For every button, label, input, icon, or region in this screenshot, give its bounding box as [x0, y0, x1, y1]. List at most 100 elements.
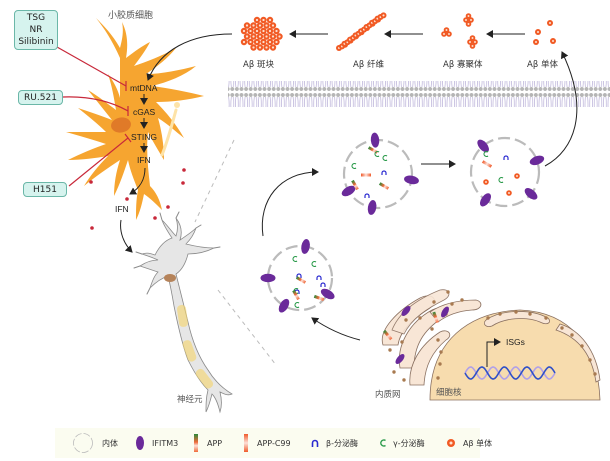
ribosome: [438, 362, 442, 366]
microglia-cell: [66, 18, 204, 220]
legend-label: IFITM3: [152, 438, 179, 448]
legend-item-endosome: 内体: [72, 428, 118, 458]
abeta-bead-core: [265, 24, 268, 27]
abeta-bead-core: [258, 35, 262, 38]
ifitm3-protein: [301, 239, 310, 254]
ribosome: [486, 316, 490, 320]
abeta-bead-core: [265, 46, 268, 49]
ifitm3-icon: [136, 436, 144, 450]
abeta-bead-core: [268, 40, 272, 44]
abeta-bead-core: [275, 29, 278, 33]
abeta-bead-core: [536, 30, 540, 34]
abeta-bead-core: [258, 24, 262, 27]
app-c99-fragment: [361, 173, 371, 177]
abeta-bead-core: [508, 192, 510, 194]
legend-label: β-分泌酶: [326, 438, 358, 448]
inhibition-line-mtdna: [56, 46, 127, 87]
abeta-bead-core: [252, 35, 255, 38]
app-c99-fragment: [481, 160, 493, 168]
ifitm3-protein: [524, 188, 538, 200]
legend-label: Aβ 单体: [463, 438, 493, 448]
pathway-step-mtdna: mtDNA: [130, 83, 158, 93]
abeta-bead-core: [245, 35, 249, 38]
abeta-bead-core: [469, 41, 471, 43]
gamma-secretase: [311, 260, 317, 268]
abeta-bead-core: [249, 29, 252, 33]
ribosome: [436, 376, 440, 380]
arrow-ifn-secretion: [129, 167, 146, 195]
dna-strand: [464, 366, 556, 380]
abeta-bead-core: [471, 37, 474, 39]
arrow-er-to-endosome1: [311, 317, 361, 341]
gamma-secretase: [483, 150, 489, 158]
abeta-bead-core: [252, 46, 255, 49]
inhibition-lines: [56, 46, 132, 187]
inhibitor-box-ru521: RU.521: [18, 90, 63, 105]
abeta-bead-core: [382, 14, 385, 17]
abeta-bead-core: [255, 18, 259, 22]
arrow-plaque-to-mtdna: [146, 33, 233, 81]
ifitm3-protein: [479, 193, 492, 207]
abeta-bead-core: [448, 33, 450, 35]
inhibitor-name: H151: [33, 185, 57, 195]
abeta-monomer: [533, 20, 556, 45]
abeta-bead-core: [249, 40, 252, 44]
legend-label: APP-C99: [257, 438, 291, 448]
pathway-step-cgas: cGAS: [133, 107, 156, 117]
legend-item-app-c99: APP-C99: [243, 428, 291, 458]
abeta-bead-core: [467, 23, 470, 25]
abeta-bead-core: [262, 29, 265, 33]
legend-item-ifitm3: IFITM3: [135, 428, 178, 458]
abeta-stage-label-fibril: Aβ 纤维: [353, 59, 384, 70]
secreted-ifn-label: IFN: [115, 204, 129, 214]
gamma-secretase-icon: [380, 439, 386, 447]
dna-helix: [464, 366, 556, 380]
abeta-bead-core: [471, 45, 474, 47]
nucleus: [429, 309, 601, 401]
abeta-bead-core: [470, 19, 472, 21]
inhibitor-box-h151: H151: [23, 182, 67, 197]
zoom-guide-line-bottom: [217, 289, 277, 366]
ribosome: [439, 350, 443, 354]
ribosome: [560, 326, 564, 330]
ifitm3-protein: [320, 288, 335, 300]
ifitm3-protein: [278, 298, 290, 313]
ribosome: [580, 344, 584, 348]
legend-label: APP: [207, 438, 223, 448]
inhibitor-name: Silibinin: [18, 37, 54, 47]
neuron-nucleus: [164, 274, 176, 282]
ifitm3-protein: [404, 175, 419, 185]
ribosome: [402, 378, 406, 382]
beta-secretase: [296, 273, 302, 278]
abeta-bead-core: [467, 15, 470, 17]
microglia-process-highlight: [160, 108, 178, 157]
gamma-secretase: [498, 176, 504, 184]
abeta-bead-core: [275, 40, 278, 44]
microglia-nucleus: [111, 117, 131, 133]
abeta-bead-core: [443, 33, 445, 35]
abeta-bead-core: [242, 40, 246, 44]
beta-secretase-icon: [311, 439, 319, 447]
legend-item-gamma-secretase: γ-分泌酶: [379, 428, 425, 458]
abeta-bead-core: [262, 40, 265, 44]
gamma-secretase: [382, 154, 388, 162]
abeta-bead-core: [255, 29, 259, 33]
endosome-membrane: [342, 138, 414, 210]
abeta-bead-core: [262, 18, 265, 22]
abeta-bead-core: [278, 35, 281, 38]
abeta-stage-label-oligomer: Aβ 寡聚体: [443, 59, 483, 70]
inhibitor-name: RU.521: [24, 93, 57, 103]
app-c99-icon: [244, 434, 248, 452]
ribosome: [450, 302, 454, 306]
inhibitor-name: NR: [29, 25, 43, 35]
endosome-icon: [73, 433, 93, 453]
inhibitor-box-tsg-nr-silibinin: TSG NR Silibinin: [14, 10, 58, 50]
arrow-endosome1-to-endosome2: [261, 168, 319, 237]
legend-label: 内体: [102, 438, 118, 448]
app-protein: [378, 182, 390, 190]
ribosome: [432, 300, 436, 304]
ribosome: [588, 358, 592, 362]
inhibitor-name: TSG: [26, 13, 46, 23]
beta-secretase: [381, 170, 387, 175]
abeta-bead-core: [245, 24, 249, 27]
